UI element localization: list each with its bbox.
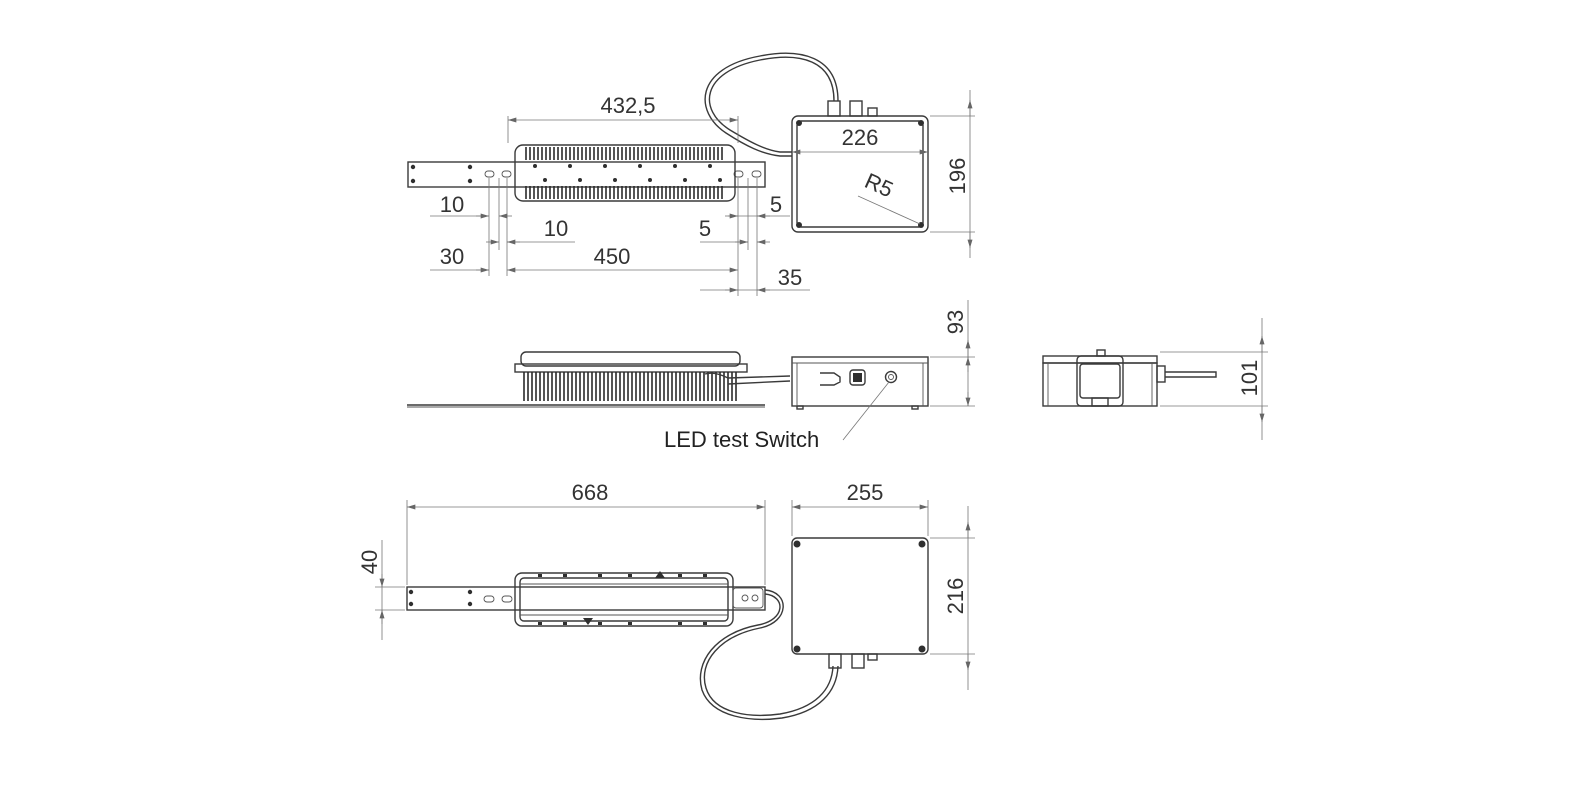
dim-r5: R5 [861,168,897,202]
cable-gland [827,100,841,117]
dim-10-left: 10 [440,192,464,217]
cable-gland [849,100,863,117]
test-switch [884,370,898,384]
cable-gland-side [820,372,841,386]
bottom-view: 668 255 216 40 [357,480,975,720]
cable-gland-side [849,369,866,386]
dim-226: 226 [842,125,879,150]
dim-40: 40 [357,550,382,574]
cable-gland-bottom [828,653,842,669]
end-view: 101 [1042,318,1268,440]
side-view: LED test Switch 93 [407,300,975,452]
luminaire-body [514,144,736,202]
test-switch-label: LED test Switch [664,427,819,452]
dim-450: 450 [594,244,631,269]
cooling-fins-side [523,372,737,401]
dim-5-inner: 5 [699,216,711,241]
luminaire-side [520,351,741,367]
dim-93: 93 [943,310,968,334]
power-cable-bottom [703,589,834,717]
luminaire-bottom [514,572,734,627]
cooling-fins [525,147,723,199]
dim-5-right: 5 [770,192,782,217]
cable-gland-end [1156,365,1166,383]
housing-fixings [538,574,707,625]
top-view: 432,5 226 196 R5 10 10 5 5 30 450 35 [407,52,975,296]
dim-216: 216 [943,578,968,615]
dim-101: 101 [1237,360,1262,397]
dim-30: 30 [440,244,464,269]
cable-end [1165,371,1217,378]
dim-255: 255 [847,480,884,505]
dim-432-5: 432,5 [600,93,655,118]
driver-box-end [1042,355,1158,364]
driver-box-side [791,356,929,407]
bracket-bottom [406,586,766,611]
driver-box-bottom [791,537,929,655]
cable-gland-bottom [851,653,865,669]
dim-668: 668 [572,480,609,505]
dim-35: 35 [778,265,802,290]
dim-196: 196 [945,158,970,195]
dim-10-inner: 10 [544,216,568,241]
power-cable [708,56,835,153]
